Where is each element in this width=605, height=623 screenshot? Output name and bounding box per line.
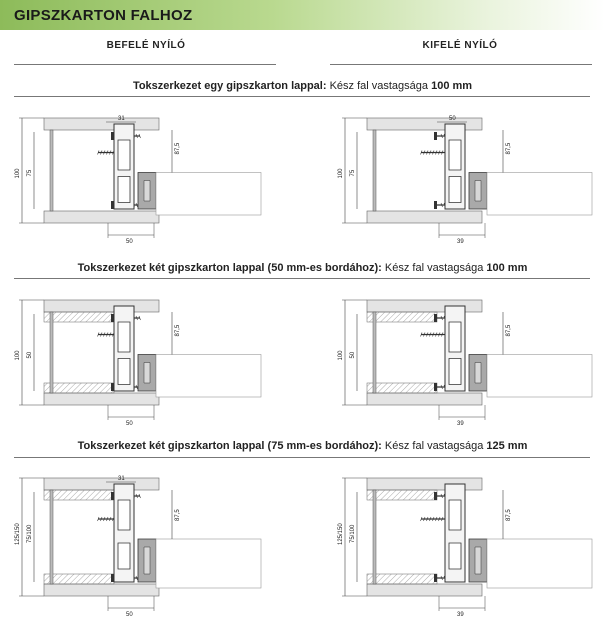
section-title-caption: Kész fal vastagsága bbox=[381, 262, 487, 274]
section-title-caption: Kész fal vastagsága bbox=[326, 80, 432, 92]
section-title: Tokszerkezet egy gipszkarton lappal: Kés… bbox=[0, 80, 605, 92]
dimension-outer-height: 125/150 bbox=[338, 523, 344, 545]
dimension-outer-height: 100 bbox=[338, 350, 344, 361]
section-title-value: 100 mm bbox=[486, 262, 528, 274]
title-bar: GIPSZKARTON FALHOZ bbox=[0, 0, 605, 30]
frame-section-diagram-right: 100 50 87,5 39 bbox=[338, 299, 593, 427]
dimension-bottom-width: 39 bbox=[457, 612, 464, 618]
section-divider bbox=[14, 278, 590, 279]
section-title-value: 100 mm bbox=[431, 80, 473, 92]
column-divider-right bbox=[330, 64, 592, 65]
dimension-inner-height: 75 bbox=[27, 169, 33, 176]
section-title-main: Tokszerkezet két gipszkarton lappal (75 … bbox=[77, 440, 382, 452]
dimension-frame-height: 87,5 bbox=[506, 509, 512, 521]
dimension-frame-height: 87,5 bbox=[175, 142, 181, 154]
dimension-frame-height: 87,5 bbox=[175, 509, 181, 521]
dimension-inner-height: 50 bbox=[350, 351, 356, 358]
dimension-top-width: 31 bbox=[118, 116, 125, 122]
frame-section-diagram-right: 125/150 75/100 87,5 39 bbox=[338, 477, 593, 618]
dimension-frame-height: 87,5 bbox=[175, 324, 181, 336]
dimension-inner-height: 75/100 bbox=[350, 524, 356, 543]
dimension-top-width: 50 bbox=[449, 116, 456, 122]
dimension-bottom-width: 50 bbox=[126, 239, 133, 245]
frame-section-diagram-right: 100 75 87,5 50 39 bbox=[338, 116, 593, 245]
dimension-inner-height: 75 bbox=[350, 169, 356, 176]
section-title: Tokszerkezet két gipszkarton lappal (75 … bbox=[0, 440, 605, 452]
page-title: GIPSZKARTON FALHOZ bbox=[14, 7, 193, 24]
section-title-main: Tokszerkezet egy gipszkarton lappal: bbox=[132, 80, 327, 92]
column-heading-right: KIFELÉ NYÍLÓ bbox=[422, 40, 498, 51]
section-title-value: 125 mm bbox=[486, 440, 528, 452]
dimension-frame-height: 87,5 bbox=[506, 324, 512, 336]
section-title-caption: Kész fal vastagsága bbox=[381, 440, 487, 452]
dimension-top-width: 31 bbox=[118, 476, 125, 482]
dimension-bottom-width: 50 bbox=[126, 421, 133, 427]
dimension-frame-height: 87,5 bbox=[506, 142, 512, 154]
section-title: Tokszerkezet két gipszkarton lappal (50 … bbox=[0, 262, 605, 274]
dimension-outer-height: 100 bbox=[15, 350, 21, 361]
dimension-bottom-width: 39 bbox=[457, 421, 464, 427]
dimension-bottom-width: 50 bbox=[126, 612, 133, 618]
section-divider bbox=[14, 457, 590, 458]
frame-section-diagram-left: 100 50 87,5 50 bbox=[15, 299, 262, 427]
dimension-inner-height: 75/100 bbox=[27, 524, 33, 543]
dimension-outer-height: 100 bbox=[338, 168, 344, 179]
dimension-outer-height: 125/150 bbox=[15, 523, 21, 545]
column-divider-left bbox=[14, 64, 276, 65]
frame-section-diagram-left: 125/150 75/100 87,5 31 50 bbox=[15, 476, 262, 618]
frame-section-diagram-left: 100 75 87,5 31 50 bbox=[15, 116, 262, 245]
section-title-main: Tokszerkezet két gipszkarton lappal (50 … bbox=[77, 262, 382, 274]
dimension-inner-height: 50 bbox=[27, 351, 33, 358]
section-divider bbox=[14, 96, 590, 97]
dimension-outer-height: 100 bbox=[15, 168, 21, 179]
dimension-bottom-width: 39 bbox=[457, 239, 464, 245]
column-heading-left: BEFELÉ NYÍLÓ bbox=[106, 40, 186, 51]
